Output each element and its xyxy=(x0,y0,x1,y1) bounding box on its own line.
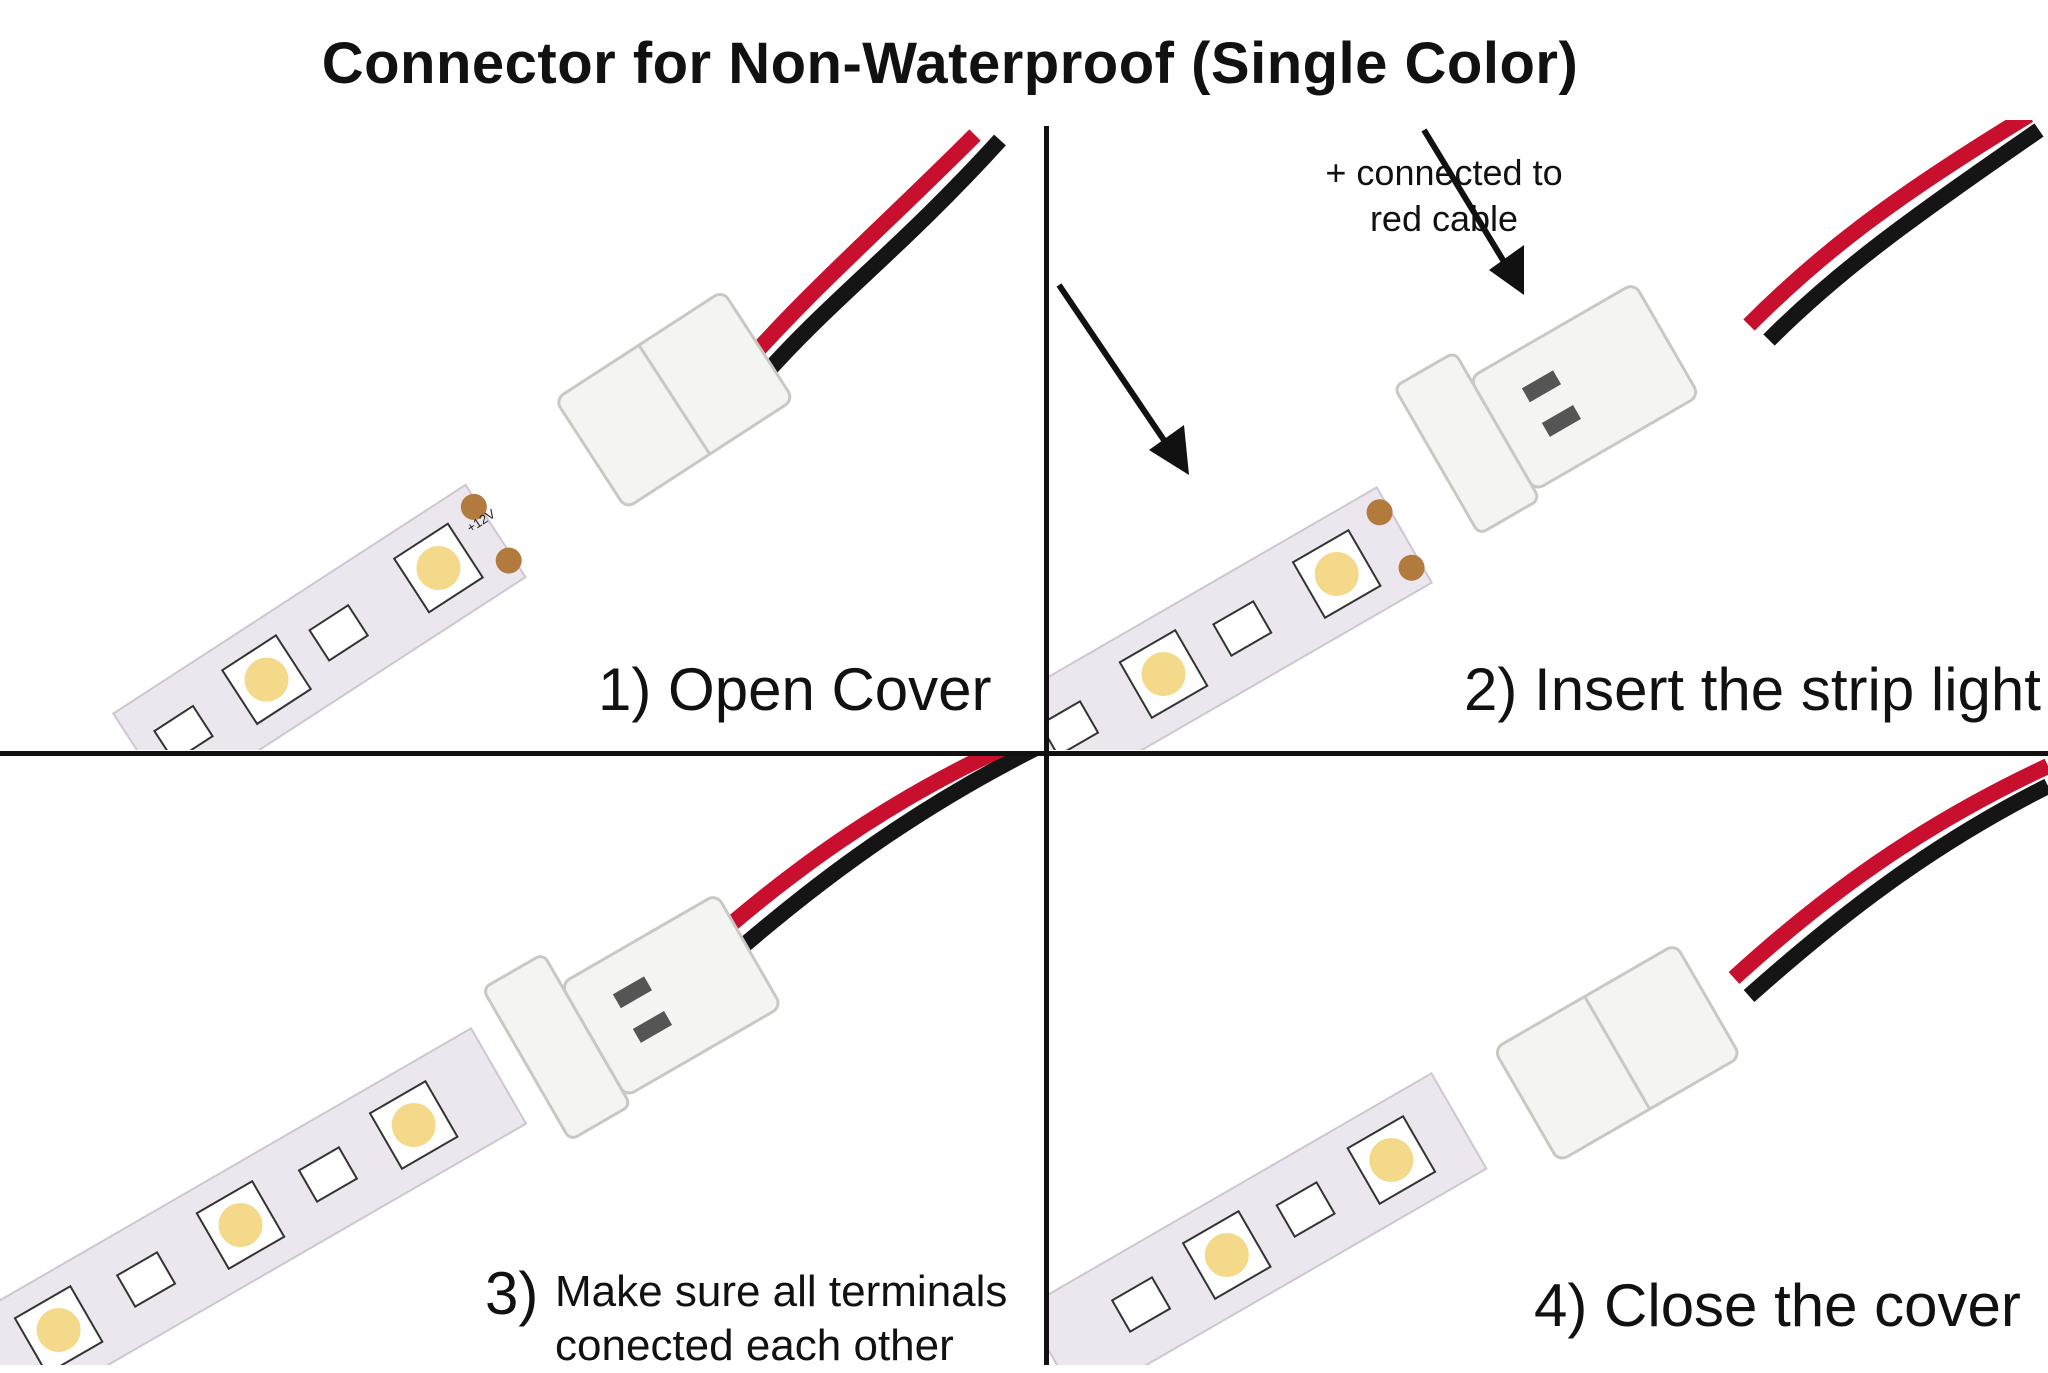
black-wire xyxy=(714,756,1039,973)
arrow-to-strip-head xyxy=(1149,425,1189,475)
led-light xyxy=(1369,1138,1414,1182)
led-strip xyxy=(0,1027,528,1365)
metal-terminal xyxy=(1541,404,1582,437)
resistor xyxy=(115,1251,177,1308)
step-caption-1: 1) Open Cover xyxy=(598,655,992,724)
led-strip xyxy=(1049,486,1434,750)
black-wire xyxy=(753,134,1006,386)
resistor xyxy=(297,1146,359,1203)
arrow-to-strip xyxy=(1056,283,1177,457)
annotation-line-1: + connected to xyxy=(1325,152,1563,193)
panel-step-2: + connected to red cable 2) Insert the s… xyxy=(1049,120,2048,750)
resistor xyxy=(1275,1181,1336,1238)
step-number: 2) xyxy=(1464,656,1518,723)
connector-flap xyxy=(1395,353,1539,533)
step-number: 4) xyxy=(1534,1272,1588,1339)
step-number: 1) xyxy=(598,656,652,723)
red-wire xyxy=(733,129,981,376)
led-light xyxy=(416,546,461,591)
diagram-title: Connector for Non-Waterproof (Single Col… xyxy=(321,31,1579,96)
led-light xyxy=(218,1203,263,1247)
photo-cover-closed xyxy=(1049,758,2048,1365)
panel-step-3: 3) Make sure all terminals conected each… xyxy=(0,756,1040,1370)
resistor xyxy=(1049,700,1100,750)
connector-flap xyxy=(484,955,630,1139)
solder-pad xyxy=(1366,499,1393,526)
black-wire xyxy=(1763,123,2044,346)
step-caption-3: 3) Make sure all terminals conected each… xyxy=(485,1259,1007,1373)
led-light xyxy=(1141,652,1186,696)
led-light xyxy=(244,657,289,702)
step-text: Open Cover xyxy=(668,656,992,723)
led-strip: +12V xyxy=(111,483,527,750)
step-text: Make sure all terminals xyxy=(555,1267,1008,1316)
panel-step-1: +12V 1) Open Cover xyxy=(0,120,1040,750)
step-text: Insert the strip light xyxy=(1534,656,2041,723)
red-wire xyxy=(1728,758,2048,984)
step-number: 3) xyxy=(485,1260,539,1327)
solder-pad xyxy=(1398,554,1425,581)
photo-insert-strip xyxy=(1049,120,2044,750)
led-light xyxy=(391,1103,436,1147)
arrow-to-red-wire-head xyxy=(1489,245,1524,295)
step-text: Close the cover xyxy=(1604,1272,2021,1339)
led-strip xyxy=(1049,1072,1488,1365)
vertical-divider xyxy=(1044,126,1049,1365)
step-text-line-2: conected each other xyxy=(555,1321,954,1370)
metal-terminal xyxy=(1521,370,1562,403)
step-text-block: Make sure all terminals conected each ot… xyxy=(555,1265,1007,1373)
connector-body xyxy=(1495,946,1739,1160)
connector-open xyxy=(484,896,780,1139)
step-caption-2: 2) Insert the strip light xyxy=(1464,655,2041,724)
solder-pad xyxy=(460,493,487,520)
resistor xyxy=(153,704,214,750)
solder-pad xyxy=(495,547,522,574)
resistor xyxy=(1110,1276,1172,1333)
led-light xyxy=(36,1308,81,1352)
led-light xyxy=(1314,552,1359,596)
photo-open-cover: +12V xyxy=(111,129,1006,750)
photo-terminals-connected xyxy=(0,756,1039,1365)
arrow-to-red-wire xyxy=(1421,128,1512,272)
black-wire xyxy=(1743,778,2048,1002)
resistor xyxy=(1212,600,1273,657)
resistor xyxy=(308,603,370,662)
metal-terminal xyxy=(612,976,653,1009)
annotation-line-2: red cable xyxy=(1369,198,1519,239)
connector-open xyxy=(1395,285,1698,533)
red-wire xyxy=(1743,120,2034,331)
metal-terminal xyxy=(632,1010,673,1043)
connector-body xyxy=(557,292,792,507)
panel-step-4: 4) Close the cover xyxy=(1049,756,2048,1365)
red-cable-annotation: + connected to red cable xyxy=(1294,150,1594,242)
led-light xyxy=(1204,1233,1249,1277)
step-caption-4: 4) Close the cover xyxy=(1534,1271,2021,1340)
horizontal-divider xyxy=(0,751,2048,756)
